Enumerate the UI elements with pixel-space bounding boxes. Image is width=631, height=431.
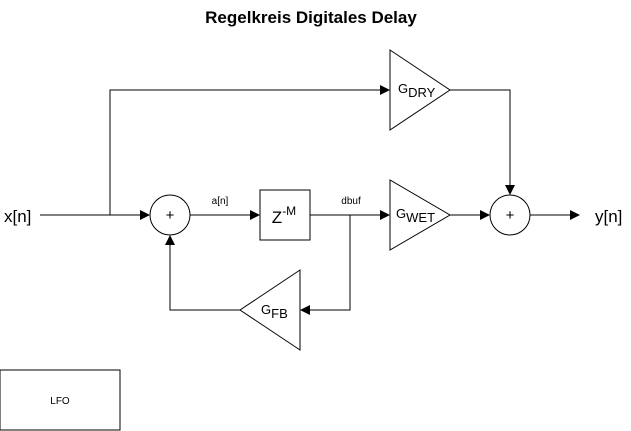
wet-gain-sub: WET [406,210,435,225]
delay-exponent: -M [282,204,296,218]
svg-text:Z-M: Z-M [272,204,296,227]
feedback-return-arrow [165,235,240,311]
signal-dbuf-label: dbuf [341,196,361,207]
signal-a-label: a[n] [212,196,229,207]
delay-base: Z [272,208,282,227]
feedback-tap-arrow [300,215,351,315]
svg-text:GFB: GFB [261,302,288,321]
wet-gain-base: G [396,206,406,221]
svg-text:GDRY: GDRY [398,81,436,100]
input-label: x[n] [4,207,31,226]
output-adder: + [489,194,531,236]
delay-block: Z-M [259,189,311,241]
lfo-label: LFO [50,396,70,407]
svg-text:GWET: GWET [396,206,435,225]
output-label: y[n] [595,207,622,226]
output-adder-symbol: + [506,207,515,224]
diagram-title: Regelkreis Digitales Delay [205,8,417,27]
dry-gain: GDRY [389,49,451,131]
dry-to-output-adder-arrow [450,89,515,195]
dry-gain-base: G [398,81,408,96]
dry-path-arrow [109,85,390,215]
feedback-adder: + [149,194,191,236]
feedback-gain: GFB [239,269,301,351]
fb-gain-base: G [261,302,271,317]
lfo-block: LFO [0,369,121,431]
dry-gain-sub: DRY [408,85,436,100]
feedback-adder-symbol: + [166,207,175,224]
wet-gain: GWET [389,179,451,251]
fb-gain-sub: FB [271,306,288,321]
